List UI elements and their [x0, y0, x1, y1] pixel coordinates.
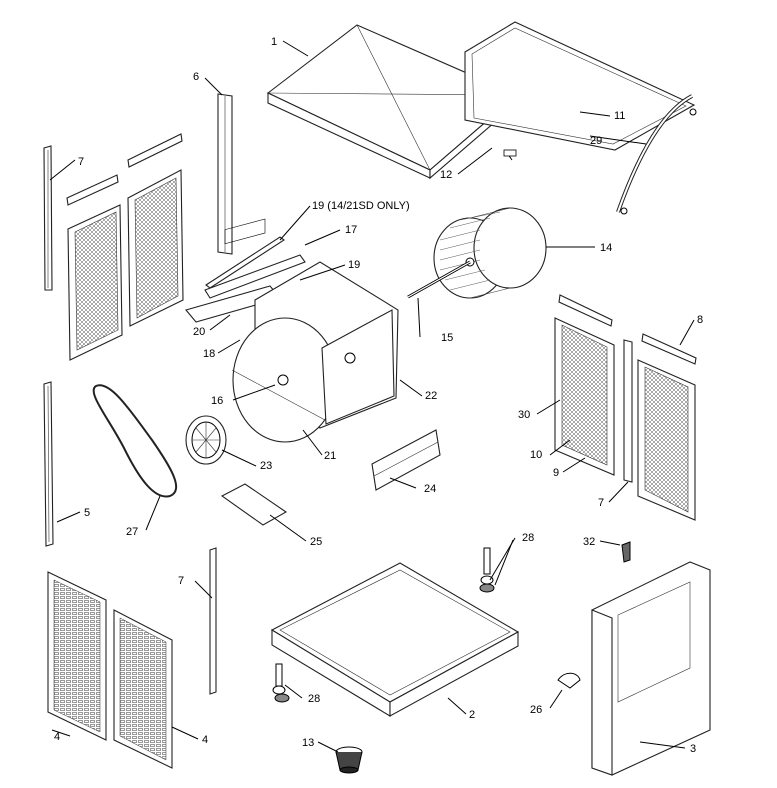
- part-7-rail-left-upper: [43, 145, 53, 291]
- part-7-rail-right: [623, 339, 633, 483]
- part-23-pulley: [185, 415, 227, 465]
- label-part-24: 24: [424, 483, 436, 495]
- label-part-17: 17: [345, 224, 357, 236]
- label-part-3: 3: [690, 743, 696, 755]
- part-2-bottom-pan: [270, 562, 520, 717]
- label-part-5: 5: [84, 507, 90, 519]
- left-filter-panel-b: [127, 133, 184, 327]
- label-part-1: 1: [271, 36, 277, 48]
- part-22-blower-housing: [231, 261, 399, 443]
- label-part-10: 10: [530, 449, 542, 461]
- label-part-2: 2: [469, 709, 475, 721]
- label-part-16: 16: [211, 395, 223, 407]
- part-6-rail: [217, 93, 233, 255]
- label-part-4-b: 4: [202, 734, 208, 746]
- label-part-12: 12: [440, 169, 452, 181]
- part-32-clip: [621, 541, 631, 563]
- part-24-channel: [371, 429, 441, 491]
- label-part-13: 13: [302, 737, 314, 749]
- left-filter-panel-a: [66, 174, 123, 361]
- label-part-15: 15: [441, 332, 453, 344]
- part-5-rail: [43, 381, 54, 547]
- label-part-11: 11: [614, 110, 625, 122]
- label-part-28-b: 28: [308, 693, 320, 705]
- leader-lines: [49, 40, 695, 753]
- part-13-strainer: [335, 746, 363, 774]
- label-part-7-c: 7: [178, 575, 184, 587]
- label-part-20: 20: [193, 326, 205, 338]
- part-17-bracket: [204, 254, 306, 299]
- label-part-7-a: 7: [78, 156, 84, 168]
- part-26-clip: [557, 672, 581, 689]
- label-part-8: 8: [697, 314, 703, 326]
- label-part-22: 22: [425, 390, 437, 402]
- label-part-21: 21: [324, 450, 336, 462]
- label-part-14: 14: [600, 242, 612, 254]
- label-part-25: 25: [310, 536, 322, 548]
- part-11-frame: [464, 21, 696, 161]
- right-filter-panel-a: [554, 294, 615, 476]
- label-part-26: 26: [530, 704, 542, 716]
- part-4-grille-right: [113, 609, 173, 769]
- part-15-shaft: [407, 260, 471, 299]
- label-part-18: 18: [203, 348, 215, 360]
- label-part-7-b: 7: [598, 497, 604, 509]
- label-part-30: 30: [518, 409, 530, 421]
- part-3-side-frame: [591, 561, 711, 776]
- label-part-9: 9: [553, 467, 559, 479]
- label-part-27: 27: [126, 526, 138, 538]
- label-part-28-a: 28: [522, 532, 534, 544]
- part-29-tube: [616, 94, 697, 215]
- label-part-32: 32: [583, 536, 595, 548]
- part-14-blower-wheel: [433, 207, 547, 299]
- part-labels: 1 6 7 19 (14/21SD ONLY) 17 19 20 18 16 1…: [54, 36, 703, 755]
- part-27-belt: [92, 384, 177, 498]
- part-19-bracket-upper: [205, 236, 285, 289]
- label-part-19-a: 19 (14/21SD ONLY): [312, 200, 410, 212]
- part-28-fitting-lower: [272, 663, 290, 703]
- part-28-fitting-upper: [479, 547, 495, 593]
- part-4-grille-left: [47, 571, 107, 741]
- label-part-19-b: 19: [348, 259, 360, 271]
- part-25-plate: [220, 483, 288, 526]
- label-part-23: 23: [260, 460, 272, 472]
- right-filter-panel-b: [637, 333, 697, 521]
- label-part-29: 29: [590, 135, 602, 147]
- label-part-6: 6: [193, 71, 199, 83]
- part-7-rail-middle: [209, 547, 217, 695]
- label-part-4-a: 4: [54, 731, 60, 743]
